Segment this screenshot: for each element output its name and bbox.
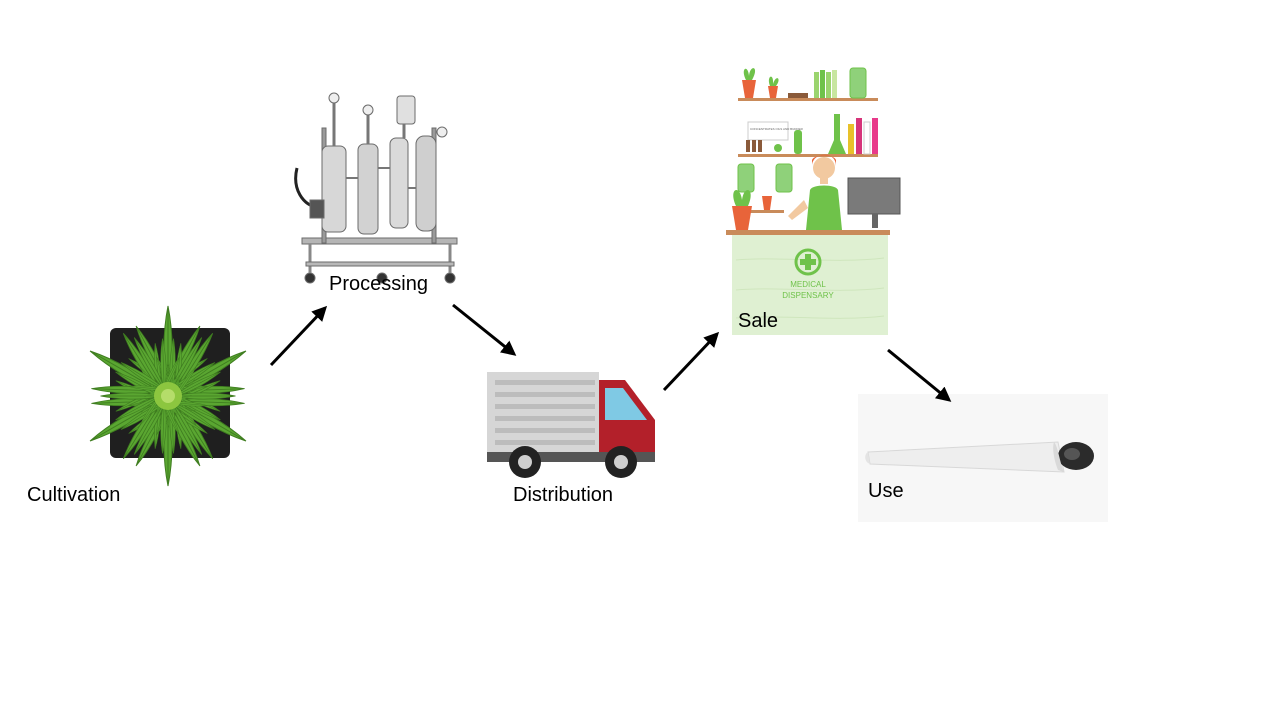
arrow-processing-to-distribution — [452, 303, 517, 356]
cannabis-plant-icon — [40, 278, 296, 512]
arrow-distribution-to-sale — [662, 331, 720, 392]
delivery-truck-icon — [487, 372, 657, 482]
stage-label-sale: Sale — [738, 310, 779, 332]
joint-icon — [858, 394, 1108, 522]
stage-label-processing: Processing — [329, 273, 428, 295]
jar-label-text: CONCENTRATES OILS AND BUDDER — [750, 127, 804, 131]
dispensary-counter-icon: CONCENTRATES OILS AND BUDDER — [726, 60, 904, 336]
dispensary-sign-line1: MEDICAL — [790, 280, 826, 289]
stage-label-distribution: Distribution — [513, 484, 614, 506]
dispensary-sign-line2: DISPENSARY — [782, 291, 834, 300]
extraction-machine-icon — [292, 88, 464, 284]
stage-label-cultivation: Cultivation — [27, 484, 121, 506]
stage-label-use: Use — [868, 480, 904, 502]
arrow-sale-to-use — [887, 348, 952, 402]
arrow-cultivation-to-processing — [269, 305, 328, 367]
